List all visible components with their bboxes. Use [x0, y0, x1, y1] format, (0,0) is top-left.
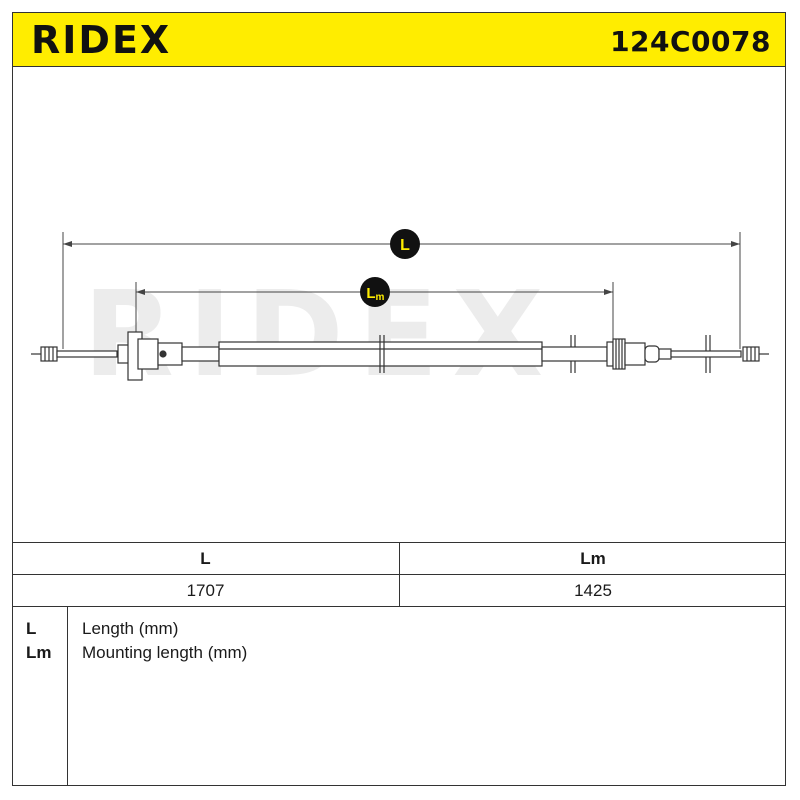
table-header-Lm: Lm	[580, 548, 606, 568]
right-inner-wire	[670, 350, 742, 358]
logo-text: RIDEX	[31, 19, 171, 59]
legend-abbr: Lm	[26, 643, 52, 662]
dimension-L-label: L	[400, 237, 410, 254]
legend-desc: Mounting length (mm)	[82, 643, 248, 662]
legend-desc: Length (mm)	[82, 619, 179, 638]
table-value-row: 1707 1425	[12, 575, 786, 607]
cable-assembly	[31, 331, 769, 381]
dimension-Lm: L m	[136, 277, 613, 307]
left-inner-wire	[56, 350, 118, 358]
cable-drawing: RIDEX L L m	[31, 229, 769, 403]
table-value-L: 1707	[12, 575, 400, 606]
dimension-Lm-label: L	[366, 285, 375, 302]
header-bar: RIDEX 124C0078	[12, 12, 786, 67]
dimension-Lm-subscript: m	[376, 292, 385, 303]
dimension-L-marker	[390, 229, 420, 259]
table-value-Lm: 1425	[574, 580, 612, 600]
legend-divider	[67, 607, 68, 786]
table-header-row: L Lm	[12, 542, 786, 575]
watermark-text: RIDEX	[83, 265, 557, 403]
part-number: 124C0078	[610, 25, 771, 58]
legend-abbr: L	[26, 619, 37, 638]
dimension-L: L	[63, 229, 740, 259]
legend: L Length (mm) Lm Mounting length (mm)	[12, 607, 786, 786]
table-header-L: L	[12, 543, 400, 574]
dimension-Lm-marker	[360, 277, 390, 307]
ridex-logo: RIDEX	[31, 19, 171, 59]
